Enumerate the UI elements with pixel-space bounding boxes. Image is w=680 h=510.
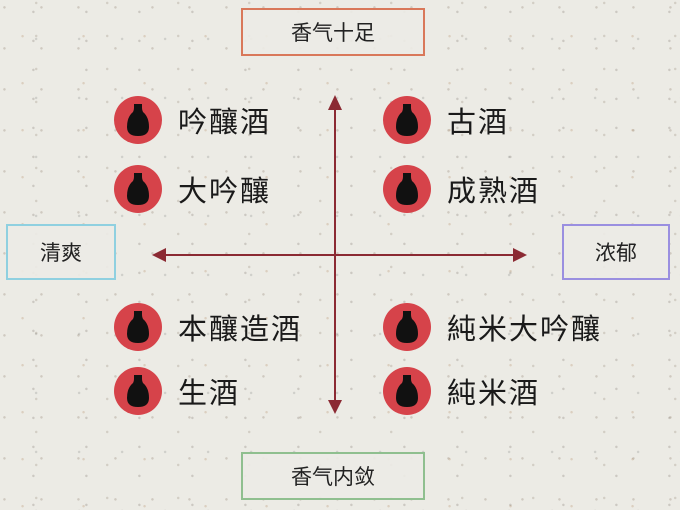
sake-label: 大吟釀 bbox=[178, 174, 272, 208]
sake-bottle-icon bbox=[383, 96, 431, 144]
arrow-up-icon bbox=[328, 95, 342, 110]
sake-bottle-icon bbox=[114, 96, 162, 144]
sake-item: 純米大吟釀 bbox=[383, 302, 602, 352]
sake-label: 吟釀酒 bbox=[178, 105, 272, 139]
sake-label: 本釀造酒 bbox=[178, 312, 303, 346]
sake-label: 純米酒 bbox=[447, 376, 541, 410]
sake-label: 古酒 bbox=[447, 105, 510, 139]
axis-label-right: 浓郁 bbox=[562, 224, 670, 280]
sake-item: 古酒 bbox=[383, 95, 509, 145]
arrow-right-icon bbox=[513, 248, 527, 262]
sake-bottle-icon bbox=[114, 367, 162, 415]
sake-bottle-icon bbox=[383, 165, 431, 213]
sake-bottle-icon bbox=[383, 303, 431, 351]
sake-label: 純米大吟釀 bbox=[447, 312, 603, 346]
sake-label: 成熟酒 bbox=[447, 174, 541, 208]
sake-item: 生酒 bbox=[114, 366, 240, 416]
sake-item: 大吟釀 bbox=[114, 164, 271, 214]
sake-bottle-icon bbox=[114, 165, 162, 213]
sake-item: 純米酒 bbox=[383, 366, 540, 416]
sake-label: 生酒 bbox=[178, 376, 241, 410]
sake-bottle-icon bbox=[383, 367, 431, 415]
axis-label-bottom: 香气内敛 bbox=[241, 452, 425, 500]
sake-item: 成熟酒 bbox=[383, 164, 540, 214]
arrow-down-icon bbox=[328, 400, 342, 414]
axis-label-left: 清爽 bbox=[6, 224, 116, 280]
sake-item: 吟釀酒 bbox=[114, 95, 271, 145]
sake-item: 本釀造酒 bbox=[114, 302, 302, 352]
axis-label-top: 香气十足 bbox=[241, 8, 425, 56]
sake-bottle-icon bbox=[114, 303, 162, 351]
arrow-left-icon bbox=[152, 248, 166, 262]
